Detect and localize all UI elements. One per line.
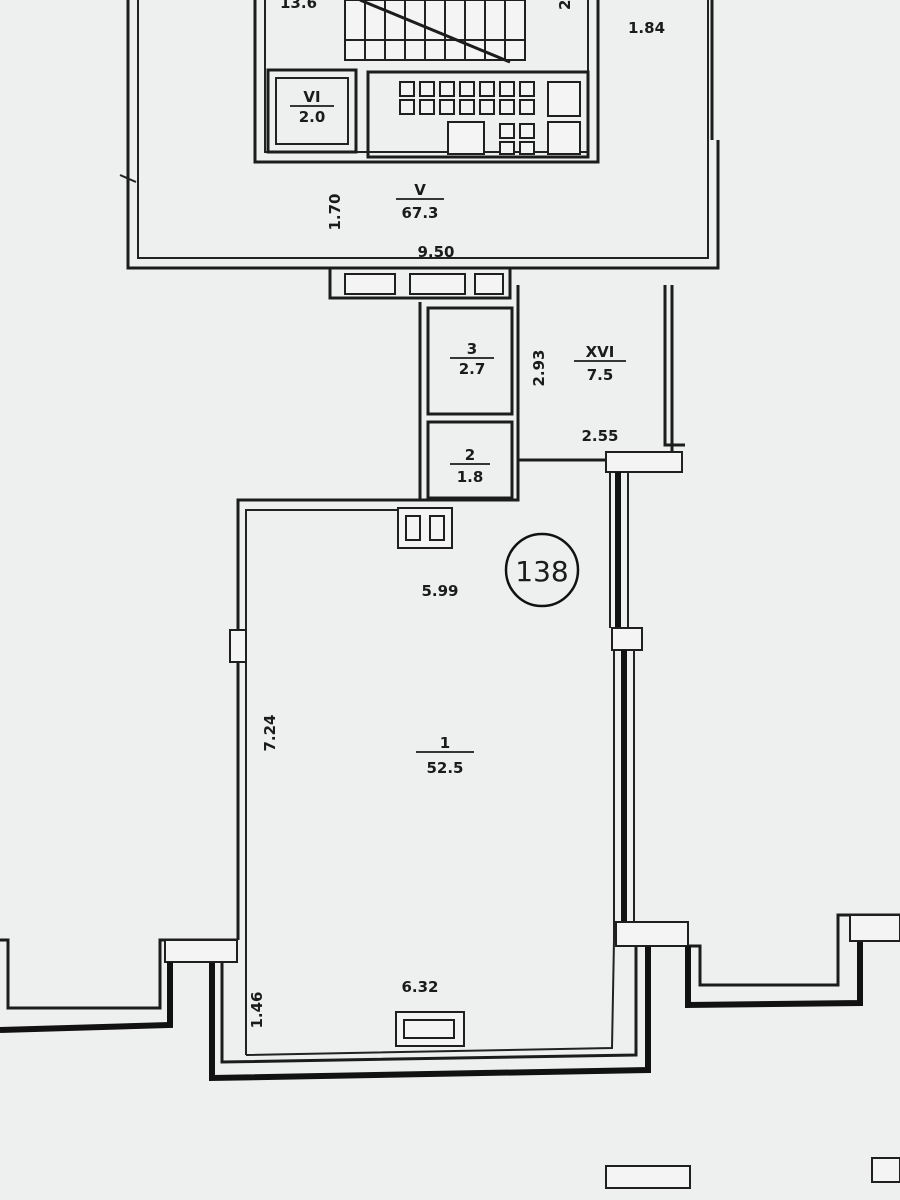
- lift-grid: [399, 81, 581, 155]
- sink-basin: [405, 515, 421, 541]
- dim-1-84: 1.84: [628, 19, 665, 37]
- grid-cell: [399, 81, 415, 97]
- lobby-inner-wall: [137, 0, 709, 259]
- bottom-fixture: [605, 1165, 691, 1189]
- room-v-number: V: [414, 181, 426, 199]
- corridor-wall: [328, 266, 512, 300]
- room-1-bottom-inner: [245, 939, 615, 1056]
- corridor-fixture: [474, 273, 504, 295]
- dim-2-93: 2.93: [530, 349, 548, 386]
- room-3-number: 3: [467, 340, 477, 358]
- room-vi-walls: [266, 68, 358, 154]
- room-1-top-wall: [236, 498, 420, 630]
- dim-2-55: 2.55: [581, 427, 618, 445]
- room-vi-inner: [275, 77, 349, 145]
- grid-cell: [439, 99, 455, 115]
- room-1-number: 1: [440, 734, 450, 752]
- service-outer-wall: [418, 285, 520, 502]
- grid-cell: [479, 99, 495, 115]
- dim-1-46: 1.46: [248, 991, 266, 1028]
- bottom-fixture: [871, 1157, 900, 1183]
- lobby-block: [119, 0, 720, 270]
- room-1-area: 52.5: [426, 759, 463, 777]
- balcony-right-wall: [688, 913, 900, 987]
- room-1: [209, 472, 651, 1082]
- grid-cell: [399, 99, 415, 115]
- grid-cell: [459, 81, 475, 97]
- label-top-area: 13.6: [280, 0, 317, 12]
- balcony-right-sill-2: [849, 914, 900, 942]
- grid-cell: [499, 99, 515, 115]
- grid-cell: [519, 123, 535, 139]
- grid-cell: [499, 81, 515, 97]
- dim-6-32: 6.32: [401, 978, 438, 996]
- window-mullion: [611, 627, 643, 651]
- room-v-area: 67.3: [401, 204, 438, 222]
- balcony-left-outer: [0, 962, 173, 1033]
- room-vi-number: VI: [303, 88, 320, 106]
- room-xvi-number: XVI: [586, 343, 615, 361]
- room-2-walls: [426, 420, 514, 500]
- dim-9-50: 9.50: [417, 243, 454, 261]
- room-1-bottom-wall: [220, 945, 638, 1064]
- corridor-strip: [328, 266, 512, 300]
- room-vi-area: 2.0: [299, 108, 326, 126]
- grid-cell: [419, 99, 435, 115]
- balcony-right-sill: [615, 921, 689, 947]
- grid-cell: [439, 81, 455, 97]
- balcony-left: [0, 938, 238, 1033]
- label-top-right-dim: 2.4: [556, 0, 574, 10]
- grid-cell: [479, 81, 495, 97]
- room-xvi-area: 7.5: [587, 366, 614, 384]
- apartment-number-badge: [504, 532, 580, 608]
- sink-basin: [429, 515, 445, 541]
- room-1-bottom-outer: [209, 945, 651, 1082]
- grid-cell: [459, 99, 475, 115]
- room-2-area: 1.8: [457, 468, 484, 486]
- balcony-left-sill: [164, 939, 238, 963]
- dim-1-70: 1.70: [326, 193, 344, 230]
- dim-5-99: 5.99: [421, 582, 458, 600]
- stair-core-wall: [253, 0, 600, 164]
- apartment-number: 138: [515, 555, 568, 588]
- corridor-fixture: [409, 273, 466, 295]
- room-2-number: 2: [465, 446, 475, 464]
- radiator-inner: [403, 1019, 455, 1039]
- lift-cabin: [547, 81, 581, 117]
- grid-cell: [519, 81, 535, 97]
- stair-steps: [345, 0, 525, 64]
- lobby-mark: [119, 174, 137, 183]
- stair-direction-arrow: [359, 0, 511, 64]
- lift-cabin: [547, 121, 581, 155]
- grid-cell: [499, 123, 515, 139]
- grid-block: [447, 121, 485, 155]
- room-3-area: 2.7: [459, 360, 486, 378]
- window-sill: [605, 451, 683, 473]
- service-rooms: [418, 285, 685, 502]
- balcony-right: [615, 913, 900, 1009]
- corridor-fixture: [344, 273, 396, 295]
- grid-cell: [419, 81, 435, 97]
- lift-block: [366, 70, 590, 159]
- left-opening: [229, 629, 247, 663]
- grid-cell: [519, 99, 535, 115]
- room-xvi-outer: [663, 285, 685, 447]
- grid-cell: [499, 141, 515, 155]
- grid-cell: [519, 141, 535, 155]
- room-3-walls: [426, 306, 514, 416]
- dim-7-24: 7.24: [261, 714, 279, 751]
- room-1-top-inner: [245, 509, 420, 630]
- balcony-right-outer: [685, 940, 863, 1009]
- bottom-edge-fixtures: [605, 1157, 900, 1189]
